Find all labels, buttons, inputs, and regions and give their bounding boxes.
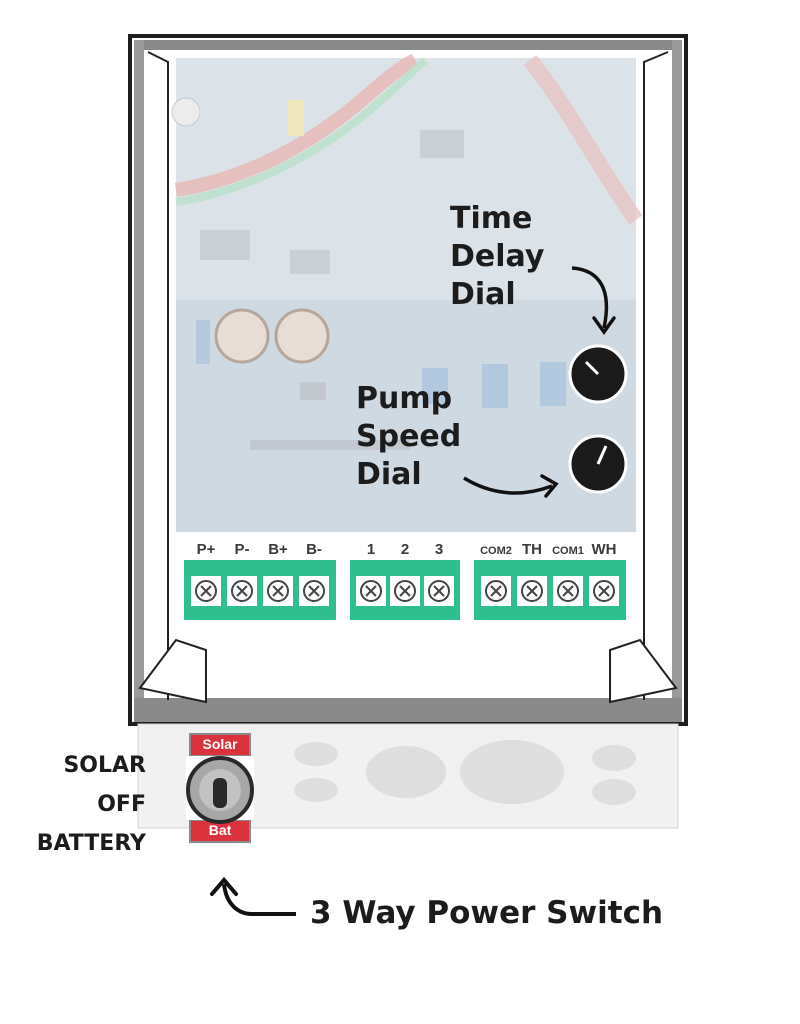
knockout-5 (592, 745, 636, 771)
time-delay-label: Time Delay Dial (450, 200, 544, 314)
switch-position-solar: SOLAR (63, 753, 146, 778)
power-switch-arrow (222, 883, 296, 916)
corner-block-right (609, 638, 678, 704)
chip-3 (290, 250, 330, 274)
bevel-right (643, 51, 669, 700)
screw-slot (200, 585, 212, 597)
terminal-label: P- (234, 541, 250, 558)
bevel-left (147, 51, 169, 700)
screw-slot (272, 585, 284, 597)
enclosure-right-rim (672, 40, 682, 700)
pump-speed-label-line-2: Speed (356, 419, 462, 454)
screw-slot (433, 585, 445, 597)
pump-speed-arrow (463, 476, 553, 495)
blue-component-1 (196, 320, 210, 364)
terminal-label: 3 (434, 541, 444, 558)
blue-component-2 (422, 368, 448, 404)
yellow-component (288, 100, 304, 136)
switch-tag-solar-text: Solar (202, 736, 238, 752)
screw-slot (526, 585, 538, 597)
power-switch-label: 3 Way Power Switch (310, 895, 664, 931)
enclosure-bottom-rim (134, 698, 682, 722)
screw-slot (562, 585, 574, 597)
knockout-3 (366, 746, 446, 798)
switch-positions: SOLAR OFF BATTERY (26, 746, 146, 863)
capacitor-right (274, 308, 330, 364)
screw-slot (598, 585, 610, 597)
terminal-label: TH (522, 541, 542, 558)
chip-1 (300, 382, 326, 400)
blue-component-3 (482, 364, 508, 408)
time-delay-arrow (571, 266, 609, 329)
red-wire (523, 55, 643, 225)
screw-slot (236, 585, 248, 597)
terminal-label: WH (591, 541, 617, 558)
screw-slot (399, 585, 411, 597)
terminal-label: B- (306, 541, 322, 558)
pump-speed-arrowhead (540, 474, 559, 498)
trace-bar (250, 440, 410, 450)
terminal-label: COM1 (552, 545, 584, 557)
ribbon-cable (174, 53, 419, 197)
time-delay-label-line-1: Time (450, 201, 533, 236)
pump-speed-label-line-3: Dial (356, 457, 422, 492)
corner-block-left (138, 638, 207, 704)
capacitor-left (214, 308, 270, 364)
terminal-label: P+ (196, 541, 216, 558)
power-switch-toggle[interactable] (213, 778, 227, 808)
screw-slot (365, 585, 377, 597)
blue-component-4 (540, 362, 566, 406)
time-delay-label-line-2: Delay (450, 239, 545, 274)
pump-speed-label: Pump Speed Dial (356, 380, 461, 494)
time-delay-label-line-3: Dial (450, 277, 516, 312)
time-delay-arrowhead (592, 316, 616, 336)
ribbon-cable-stripe (175, 57, 428, 206)
terminal-label: B+ (268, 541, 288, 558)
chip-4 (420, 130, 464, 158)
enclosure-left-rim (134, 40, 144, 700)
pump-speed-dial-pointer (596, 445, 608, 465)
terminal-label: COM2 (480, 545, 512, 557)
terminal-blocks (184, 560, 626, 620)
screw-slot (308, 585, 320, 597)
chip-2 (200, 230, 250, 260)
knockout-6 (592, 779, 636, 805)
time-delay-dial-pointer (584, 360, 600, 376)
knockout-2 (294, 778, 338, 802)
pump-speed-label-line-1: Pump (356, 381, 453, 416)
knockout-4 (460, 740, 564, 804)
switch-position-battery: BATTERY (36, 831, 146, 856)
power-switch-arrowhead (210, 876, 238, 896)
switch-tag-bat-text: Bat (208, 822, 232, 838)
terminal-label: 1 (366, 541, 376, 558)
switch-position-off: OFF (97, 792, 146, 817)
enclosure-top-rim (134, 40, 682, 50)
terminal-label: 2 (400, 541, 410, 558)
screw-slot (490, 585, 502, 597)
knockout-1 (294, 742, 338, 766)
capacitor-small (171, 97, 201, 127)
